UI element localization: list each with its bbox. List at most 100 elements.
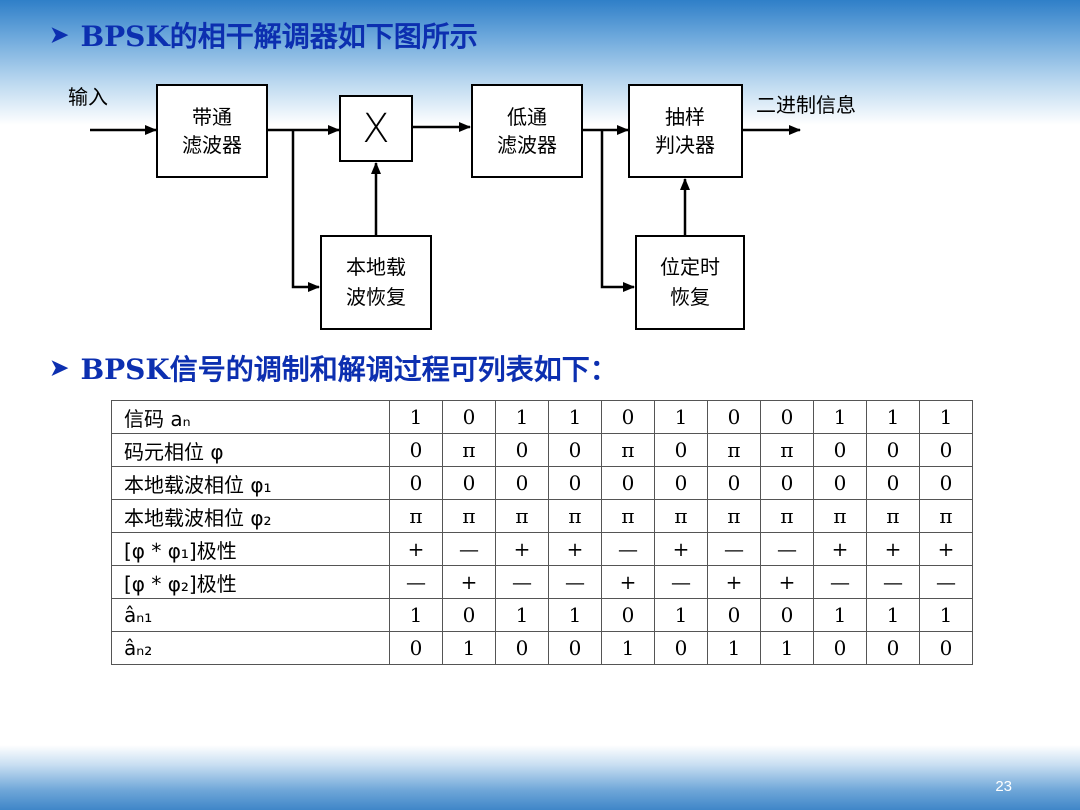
table-cell: 0 bbox=[760, 598, 814, 632]
table-cell: — bbox=[601, 532, 655, 566]
timing-recovery-block: 位定时 恢复 bbox=[635, 235, 745, 330]
table-cell: 0 bbox=[707, 400, 761, 434]
carrier-recovery-block: 本地载 波恢复 bbox=[320, 235, 432, 330]
table-cell: 0 bbox=[442, 466, 496, 500]
table-cell: 0 bbox=[866, 433, 920, 467]
table-cell: 1 bbox=[866, 598, 920, 632]
table-cell: π bbox=[442, 433, 496, 467]
table-cell: 1 bbox=[389, 598, 443, 632]
table-cell: 0 bbox=[601, 598, 655, 632]
table-cell: — bbox=[866, 565, 920, 599]
page-number: 23 bbox=[995, 778, 1012, 795]
row-label: âₙ₁ bbox=[111, 598, 390, 632]
table-cell: π bbox=[548, 499, 602, 533]
table-cell: + bbox=[495, 532, 549, 566]
table-cell: + bbox=[654, 532, 708, 566]
table-cell: 0 bbox=[919, 631, 973, 665]
table-cell: — bbox=[919, 565, 973, 599]
heading-process: ➤ BPSK信号的调制和解调过程可列表如下： bbox=[50, 348, 618, 388]
table-cell: 0 bbox=[601, 400, 655, 434]
table-cell: 1 bbox=[389, 400, 443, 434]
row-label: 本地载波相位 φ₂ bbox=[111, 499, 390, 533]
lpf-to-timing-arrow bbox=[600, 130, 635, 292]
table-cell: 1 bbox=[601, 631, 655, 665]
multiplier-symbol: X bbox=[362, 106, 389, 152]
table-cell: 0 bbox=[495, 631, 549, 665]
table-cell: — bbox=[495, 565, 549, 599]
row-label: [φ * φ₂]极性 bbox=[111, 565, 390, 599]
lowpass-line1: 低通 bbox=[507, 105, 547, 129]
table-cell: 0 bbox=[813, 466, 867, 500]
table-cell: — bbox=[707, 532, 761, 566]
timing-line1: 位定时 bbox=[660, 255, 720, 279]
table-cell: + bbox=[601, 565, 655, 599]
table-cell: π bbox=[389, 499, 443, 533]
table-cell: 0 bbox=[601, 466, 655, 500]
carrier-line1: 本地载 bbox=[346, 255, 406, 279]
table-cell: 0 bbox=[442, 400, 496, 434]
table-cell: 0 bbox=[760, 400, 814, 434]
row-label: âₙ₂ bbox=[111, 631, 390, 665]
table-cell: 0 bbox=[866, 631, 920, 665]
table-cell: 1 bbox=[654, 400, 708, 434]
table-cell: 0 bbox=[389, 433, 443, 467]
table-cell: + bbox=[919, 532, 973, 566]
table-cell: 0 bbox=[442, 598, 496, 632]
table-cell: π bbox=[707, 499, 761, 533]
table-cell: 0 bbox=[760, 466, 814, 500]
table-cell: π bbox=[654, 499, 708, 533]
row-label: [φ * φ₁]极性 bbox=[111, 532, 390, 566]
table-cell: 1 bbox=[654, 598, 708, 632]
table-cell: + bbox=[760, 565, 814, 599]
decision-line1: 抽样 bbox=[665, 105, 705, 129]
table-cell: π bbox=[601, 499, 655, 533]
table-cell: π bbox=[919, 499, 973, 533]
heading-demodulator-text: BPSK的相干解调器如下图所示 bbox=[80, 20, 478, 53]
output-label: 二进制信息 bbox=[756, 93, 856, 117]
table-cell: 0 bbox=[389, 466, 443, 500]
table-cell: π bbox=[442, 499, 496, 533]
table-cell: 0 bbox=[389, 631, 443, 665]
table-cell: — bbox=[760, 532, 814, 566]
table-cell: + bbox=[548, 532, 602, 566]
table-cell: π bbox=[601, 433, 655, 467]
table-cell: 1 bbox=[707, 631, 761, 665]
table-cell: 1 bbox=[866, 400, 920, 434]
table-cell: 1 bbox=[442, 631, 496, 665]
table-cell: — bbox=[389, 565, 443, 599]
heading-process-text: BPSK信号的调制和解调过程可列表如下： bbox=[80, 353, 618, 386]
table-cell: π bbox=[495, 499, 549, 533]
table-cell: 0 bbox=[548, 433, 602, 467]
table-cell: π bbox=[760, 433, 814, 467]
table-cell: 0 bbox=[707, 598, 761, 632]
table-cell: 1 bbox=[919, 400, 973, 434]
timing-line2: 恢复 bbox=[670, 285, 710, 309]
table-row: [φ * φ₁]极性+—++—+——+++ bbox=[111, 532, 973, 566]
bottom-gradient-band bbox=[0, 745, 1080, 810]
table-cell: 0 bbox=[707, 466, 761, 500]
arrowhead-bullet-icon: ➤ bbox=[50, 22, 69, 48]
table-cell: 0 bbox=[495, 466, 549, 500]
table-cell: π bbox=[866, 499, 920, 533]
table-cell: 1 bbox=[919, 598, 973, 632]
table-cell: 0 bbox=[813, 631, 867, 665]
table-cell: 1 bbox=[813, 598, 867, 632]
table-cell: 1 bbox=[760, 631, 814, 665]
input-label: 输入 bbox=[68, 85, 108, 109]
lowpass-line2: 滤波器 bbox=[497, 133, 557, 157]
lowpass-filter-block: 低通 滤波器 bbox=[471, 84, 583, 178]
demodulator-block-diagram: 输入 带通 滤波器 X 本地载 波恢复 低通 滤波器 抽样 判决器 二进制信息 … bbox=[68, 84, 856, 330]
table-cell: 0 bbox=[919, 433, 973, 467]
table-cell: + bbox=[813, 532, 867, 566]
table-cell: + bbox=[866, 532, 920, 566]
table-cell: 0 bbox=[548, 466, 602, 500]
table-cell: 0 bbox=[654, 433, 708, 467]
multiplier-block: X bbox=[339, 95, 413, 162]
carrier-line2: 波恢复 bbox=[346, 285, 406, 309]
